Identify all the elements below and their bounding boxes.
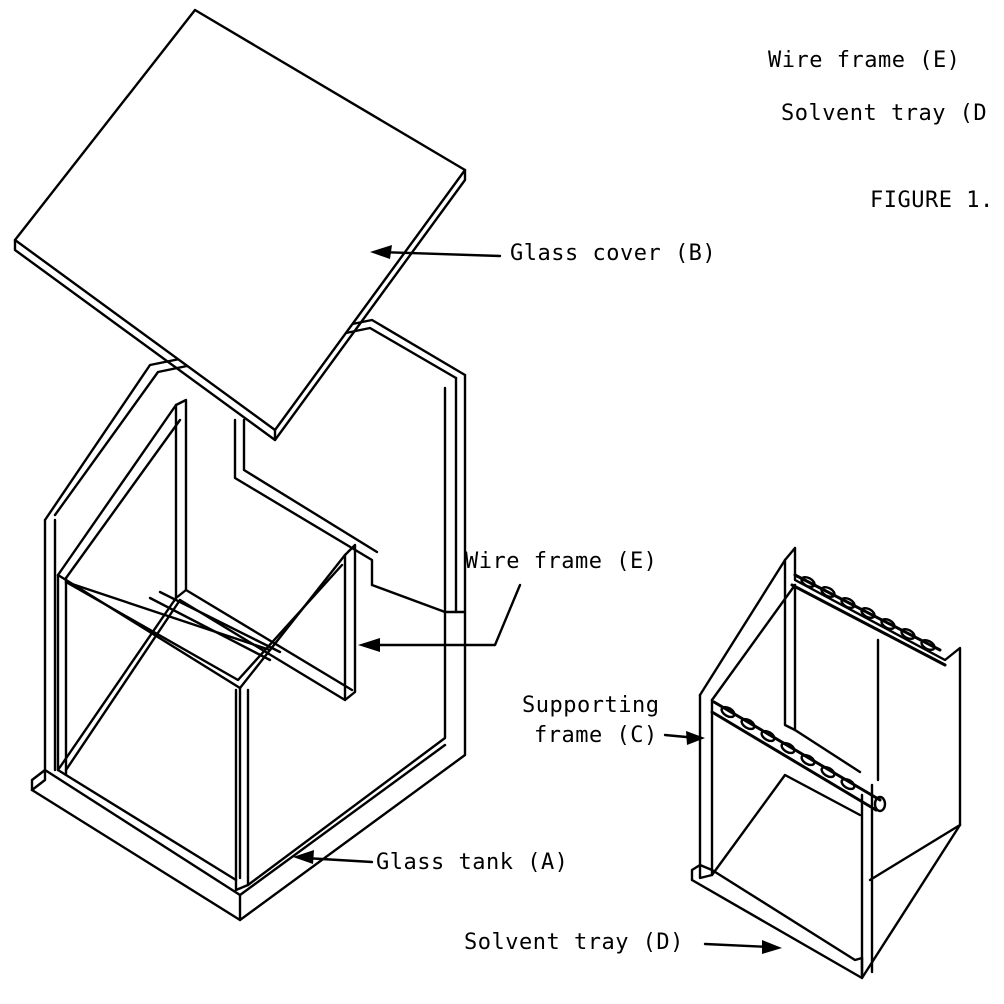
leader-arrows <box>293 245 782 954</box>
label-glass-tank: Glass tank (A) <box>376 850 569 875</box>
supporting-frame-assembly <box>690 546 962 980</box>
legend-solvent-tray: Solvent tray (D <box>781 101 988 126</box>
label-supporting-frame-line2: frame (C) <box>534 723 658 748</box>
label-supporting-frame-line1: Supporting <box>522 693 660 718</box>
figure-number: FIGURE 1. <box>870 188 994 213</box>
glass-tank <box>30 318 467 922</box>
front-rod-beads <box>720 705 856 791</box>
glass-cover <box>13 8 467 442</box>
label-glass-cover: Glass cover (B) <box>510 241 717 266</box>
wire-frame-in-tank <box>56 398 357 882</box>
label-wire-frame: Wire frame (E) <box>465 549 658 574</box>
legend-wire-frame: Wire frame (E) <box>768 48 961 73</box>
back-rod-beads <box>800 575 936 652</box>
label-solvent-tray: Solvent tray (D) <box>464 930 684 955</box>
